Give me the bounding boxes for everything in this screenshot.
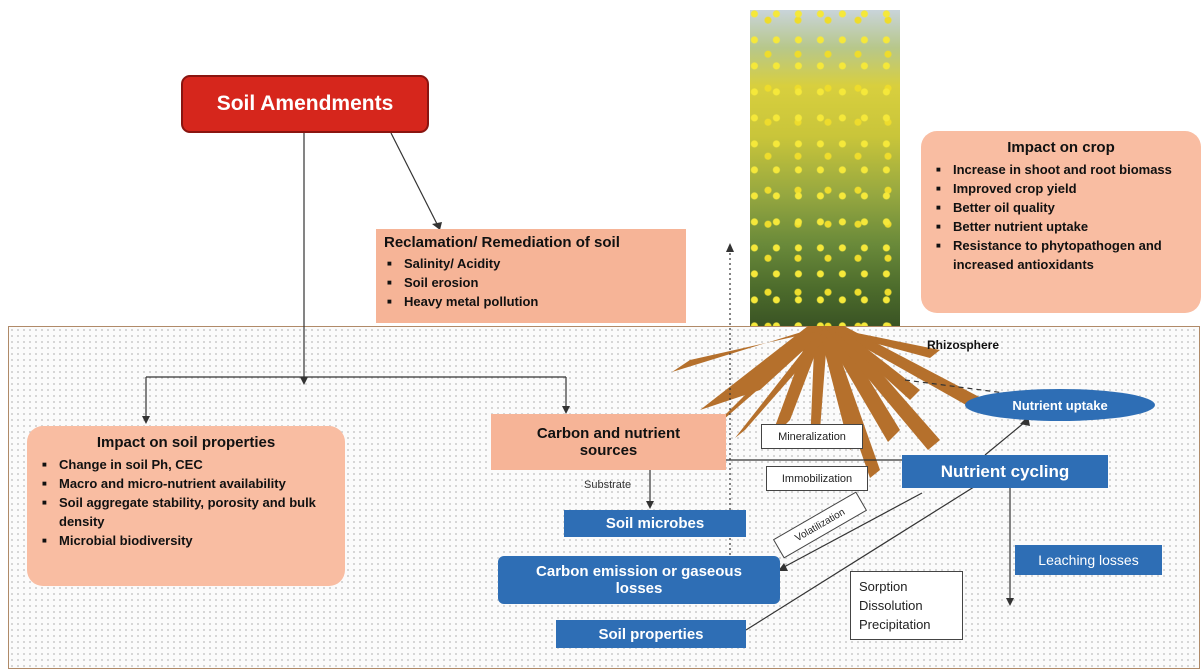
crop-impact-item: Better oil quality xyxy=(933,198,1189,217)
soil-properties-label: Soil properties xyxy=(598,625,704,643)
nutrient-cycling-label: Nutrient cycling xyxy=(940,461,1070,481)
crop-impact-item: Better nutrient uptake xyxy=(933,217,1189,236)
crop-impact-list: Increase in shoot and root biomass Impro… xyxy=(933,160,1189,274)
root-strand xyxy=(820,326,900,442)
soil-impact-box: Impact on soil properties Change in soil… xyxy=(27,426,345,586)
soil-impact-item: Soil aggregate stability, porosity and b… xyxy=(39,493,333,531)
nutrient-cycling-box: Nutrient cycling xyxy=(902,455,1108,488)
soil-impact-item: Macro and micro-nutrient availability xyxy=(39,474,333,493)
carbon-emission-label: Carbon emission or gaseous losses xyxy=(536,563,742,597)
nutrient-uptake-ellipse: Nutrient uptake xyxy=(965,389,1155,421)
leaching-losses-box: Leaching losses xyxy=(1015,545,1162,575)
root-strand xyxy=(770,326,826,440)
mineralization-label: Mineralization xyxy=(778,430,846,443)
reclamation-box: Reclamation/ Remediation of soil Salinit… xyxy=(376,229,686,323)
substrate-label: Substrate xyxy=(584,479,632,491)
soil-layer xyxy=(8,326,1200,669)
soil-microbes-box: Soil microbes xyxy=(564,510,746,537)
precipitation-line: Precipitation xyxy=(859,617,931,632)
carbon-nutrient-sources-box: Carbon and nutrient sources xyxy=(491,414,726,470)
root-strand xyxy=(826,330,940,358)
mustard-plant-image xyxy=(750,10,900,326)
soil-impact-title: Impact on soil properties xyxy=(96,434,276,451)
soil-amendments-label: Soil Amendments xyxy=(216,92,394,115)
crop-impact-item: Increase in shoot and root biomass xyxy=(933,160,1189,179)
reclamation-title: Reclamation/ Remediation of soil xyxy=(384,234,620,251)
carbon-nutrient-sources-label: Carbon and nutrient sources xyxy=(536,425,681,459)
crop-impact-item: Resistance to phytopathogen and increase… xyxy=(933,236,1189,274)
immobilization-label: Immobilization xyxy=(781,472,853,485)
rhizosphere-label: Rhizosphere xyxy=(927,338,1000,352)
root-strand xyxy=(826,326,985,410)
soil-amendments-box: Soil Amendments xyxy=(181,75,429,133)
root-strand xyxy=(824,326,940,450)
crop-impact-title: Impact on crop xyxy=(1007,139,1115,156)
soil-properties-box: Soil properties xyxy=(556,620,746,648)
root-strand xyxy=(835,332,920,400)
nutrient-uptake-label: Nutrient uptake xyxy=(1012,397,1108,413)
reclamation-list: Salinity/ Acidity Soil erosion Heavy met… xyxy=(384,254,678,311)
crop-impact-item: Improved crop yield xyxy=(933,179,1189,198)
root-strand xyxy=(690,332,822,450)
root-strand xyxy=(810,326,828,445)
reclamation-item: Heavy metal pollution xyxy=(384,292,678,311)
immobilization-box: Immobilization xyxy=(766,466,868,491)
reclamation-item: Salinity/ Acidity xyxy=(384,254,678,273)
soil-impact-item: Microbial biodiversity xyxy=(39,531,333,550)
reclamation-item: Soil erosion xyxy=(384,273,678,292)
mineralization-box: Mineralization xyxy=(761,424,863,449)
dissolution-line: Dissolution xyxy=(859,598,923,613)
soil-impact-list: Change in soil Ph, CEC Macro and micro-n… xyxy=(39,455,333,550)
soil-microbes-label: Soil microbes xyxy=(605,515,705,532)
soil-impact-item: Change in soil Ph, CEC xyxy=(39,455,333,474)
leaching-losses-label: Leaching losses xyxy=(1038,552,1139,568)
root-strand xyxy=(822,340,880,478)
crop-impact-box: Impact on crop Increase in shoot and roo… xyxy=(921,131,1201,313)
root-strand xyxy=(735,340,824,438)
carbon-emission-box: Carbon emission or gaseous losses xyxy=(498,556,780,604)
sorption-box: Sorption Dissolution Precipitation xyxy=(850,571,963,640)
sorption-line: Sorption xyxy=(859,579,908,594)
